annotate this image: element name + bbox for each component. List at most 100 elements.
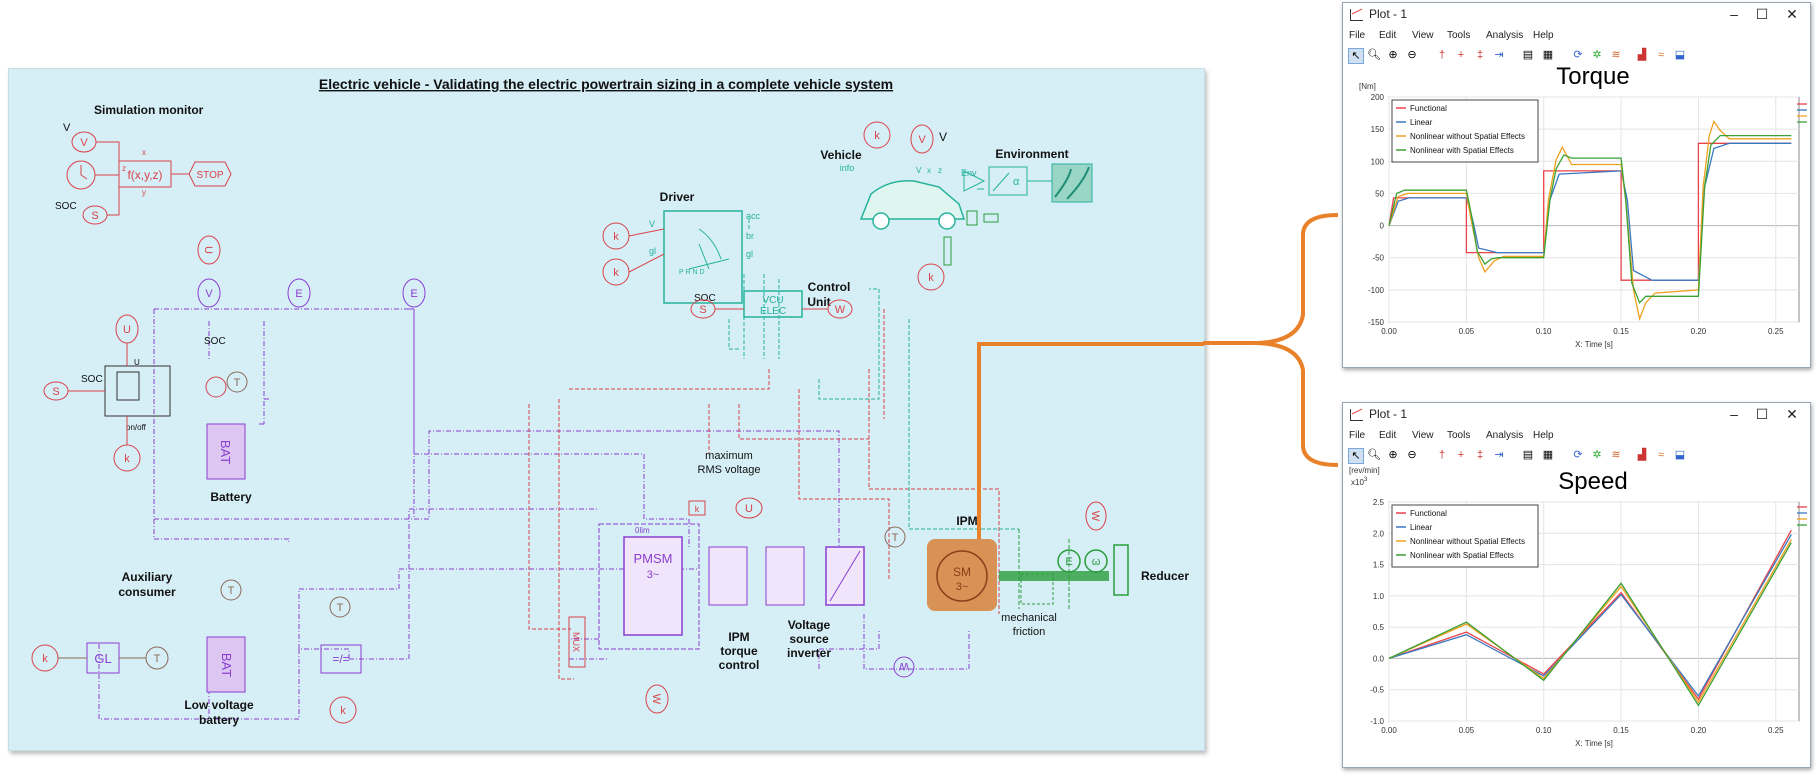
inverter-thermal-icon [884,526,906,548]
ipm-torque-control-block [708,546,748,606]
low-voltage-battery[interactable]: BAT T Low voltage battery =/= T k [184,579,362,727]
zoom-out-icon[interactable]: ⊖ [1407,449,1417,461]
grid-icon[interactable]: ▦ [1542,449,1554,461]
energy-sensor-icon [287,278,311,308]
max-rms-label-2: RMS voltage [698,464,761,476]
menu-help[interactable]: Help [1533,30,1554,41]
menu-view[interactable]: View [1412,430,1434,441]
curve-style-icon[interactable]: ≋ [1611,449,1621,461]
menu-analysis[interactable]: Analysis [1486,30,1524,41]
elec-label: ELEC [760,306,786,317]
export-icon[interactable]: ⬓ [1674,49,1686,61]
marker-icon[interactable]: ✲ [1592,49,1602,61]
dual-cursor-icon[interactable]: ‡ [1476,449,1484,461]
br-port: br [746,231,754,241]
cursor-tool-icon[interactable]: † [1438,449,1446,461]
menu-help[interactable]: Help [1533,430,1554,441]
control-unit[interactable]: Control Unit VCU ELEC SOC S W [690,280,853,319]
dcdc-thermal-icon [329,596,351,618]
layout-icon[interactable]: ▤ [1522,49,1534,61]
minimize-button[interactable]: – [1730,6,1738,22]
reducer-w-sensor-icon [1085,501,1107,531]
ipm-ctrl-label-2: torque [720,644,758,658]
plot-window-title: Plot - 1 [1369,7,1408,21]
layout-icon[interactable]: ▤ [1522,449,1534,461]
x-axis-label: X: Time [s] [1575,340,1613,349]
menu-edit[interactable]: Edit [1379,430,1397,441]
friction-label-2: friction [1013,626,1045,638]
v-sensor-label: V [80,137,88,149]
cross-cursor-icon[interactable]: + [1457,49,1465,61]
histogram-icon[interactable]: ▟ [1637,449,1647,461]
vehicle-block[interactable]: Vehicle info k V V V x z k [820,121,999,291]
menu-analysis[interactable]: Analysis [1486,430,1524,441]
sm-motor-icon [936,550,988,602]
sm-phase-label: 3~ [956,581,969,593]
zoom-tool-icon[interactable]: 🔍︎ [1367,49,1381,61]
environment-block[interactable]: Environment Env α [961,147,1093,203]
zoom-in-icon[interactable]: ⊕ [1388,449,1398,461]
driver-block[interactable]: Driver P R N D acc br gl V gl k k [602,190,761,304]
fft-icon[interactable]: ≈ [1657,49,1665,61]
menu-file[interactable]: File [1349,30,1366,41]
plot-window-speed[interactable]: Plot - 1 – ☐ ✕ File Edit View Tools Anal… [1342,402,1811,768]
grid-icon[interactable]: ▦ [1542,49,1554,61]
plot-titlebar[interactable]: Plot - 1 – ☐ ✕ [1343,403,1810,427]
marker-icon[interactable]: ✲ [1592,449,1602,461]
close-button[interactable]: ✕ [1786,406,1798,422]
dual-cursor-icon[interactable]: ‡ [1476,49,1484,61]
curve-style-icon[interactable]: ≋ [1611,49,1621,61]
battery-block-label: BAT [218,440,233,464]
legend-box [1391,504,1539,568]
export-icon[interactable]: ⬓ [1674,449,1686,461]
cross-cursor-icon[interactable]: + [1457,449,1465,461]
menu-view[interactable]: View [1412,30,1434,41]
cursor-tool-icon[interactable]: † [1438,49,1446,61]
fft-icon[interactable]: ≈ [1657,449,1665,461]
y-axis-multiplier-exp: 3 [1364,477,1368,483]
menu-tools[interactable]: Tools [1447,430,1471,441]
menu-edit[interactable]: Edit [1379,30,1397,41]
zoom-tool-icon[interactable]: 🔍︎ [1367,449,1381,461]
simulation-monitor[interactable]: Simulation monitor V V f(x,y,z) x z y ST… [55,103,232,225]
pmsm-idim-label: 0lim [635,526,650,535]
plot-toolbar: ↖ 🔍︎ ⊕ ⊖ † + ‡ ⇥ ▤ ▦ ⟳ ✲ ≋ ▟ ≈ ⬓ [1343,445,1810,465]
prnd-label: P R N D [679,269,705,276]
refresh-icon[interactable]: ⟳ [1573,49,1583,61]
vsi-control-block [765,546,805,606]
plot-window-torque[interactable]: Plot - 1 – ☐ ✕ File Edit View Tools Anal… [1342,2,1811,368]
k-block-2-label: k [42,653,48,665]
sm-label: SM [953,565,971,579]
maximize-button[interactable]: ☐ [1755,406,1769,422]
menu-file[interactable]: File [1349,430,1366,441]
pointer-tool-icon[interactable]: ↖ [1348,448,1364,464]
u-sensor-label: U [202,246,214,254]
measure-icon[interactable]: ⇥ [1494,449,1504,461]
histogram-icon[interactable]: ▟ [1637,49,1647,61]
auxiliary-consumer[interactable]: Auxiliary consumer k GL T [31,570,176,674]
menu-tools[interactable]: Tools [1447,30,1471,41]
plot-titlebar[interactable]: Plot - 1 – ☐ ✕ [1343,3,1810,27]
pointer-tool-icon[interactable]: ↖ [1348,48,1364,64]
maximize-button[interactable]: ☐ [1755,6,1769,22]
measure-icon[interactable]: ⇥ [1494,49,1504,61]
powertrain[interactable]: maximum RMS voltage k U 0lim PMSM 3~ IPM… [568,450,915,714]
legend-entry: Nonlinear without Spatial Effects [1410,537,1525,546]
zoom-out-icon[interactable]: ⊖ [1407,49,1417,61]
minimize-button[interactable]: – [1730,406,1738,422]
vehicle-v-port: V [916,166,922,175]
max-rms-gain-label: k [695,504,700,514]
lv-thermal-icon [220,579,242,601]
close-button[interactable]: ✕ [1786,6,1798,22]
battery-system[interactable]: U V E E SOC SOC U on/off S k U BAT T Bat… [43,235,426,504]
mechanical-chain[interactable]: mechanical friction E ω W Reducer [999,501,1189,638]
pmsm-control-frame [598,523,700,650]
vehicle-k-label: k [874,130,880,142]
ipm-motor[interactable]: IPM SM 3~ [927,514,997,611]
red-signal-wires [528,309,1000,680]
ipm-label: IPM [956,514,977,528]
zoom-in-icon[interactable]: ⊕ [1388,49,1398,61]
refresh-icon[interactable]: ⟳ [1573,449,1583,461]
y-port: y [142,188,146,197]
